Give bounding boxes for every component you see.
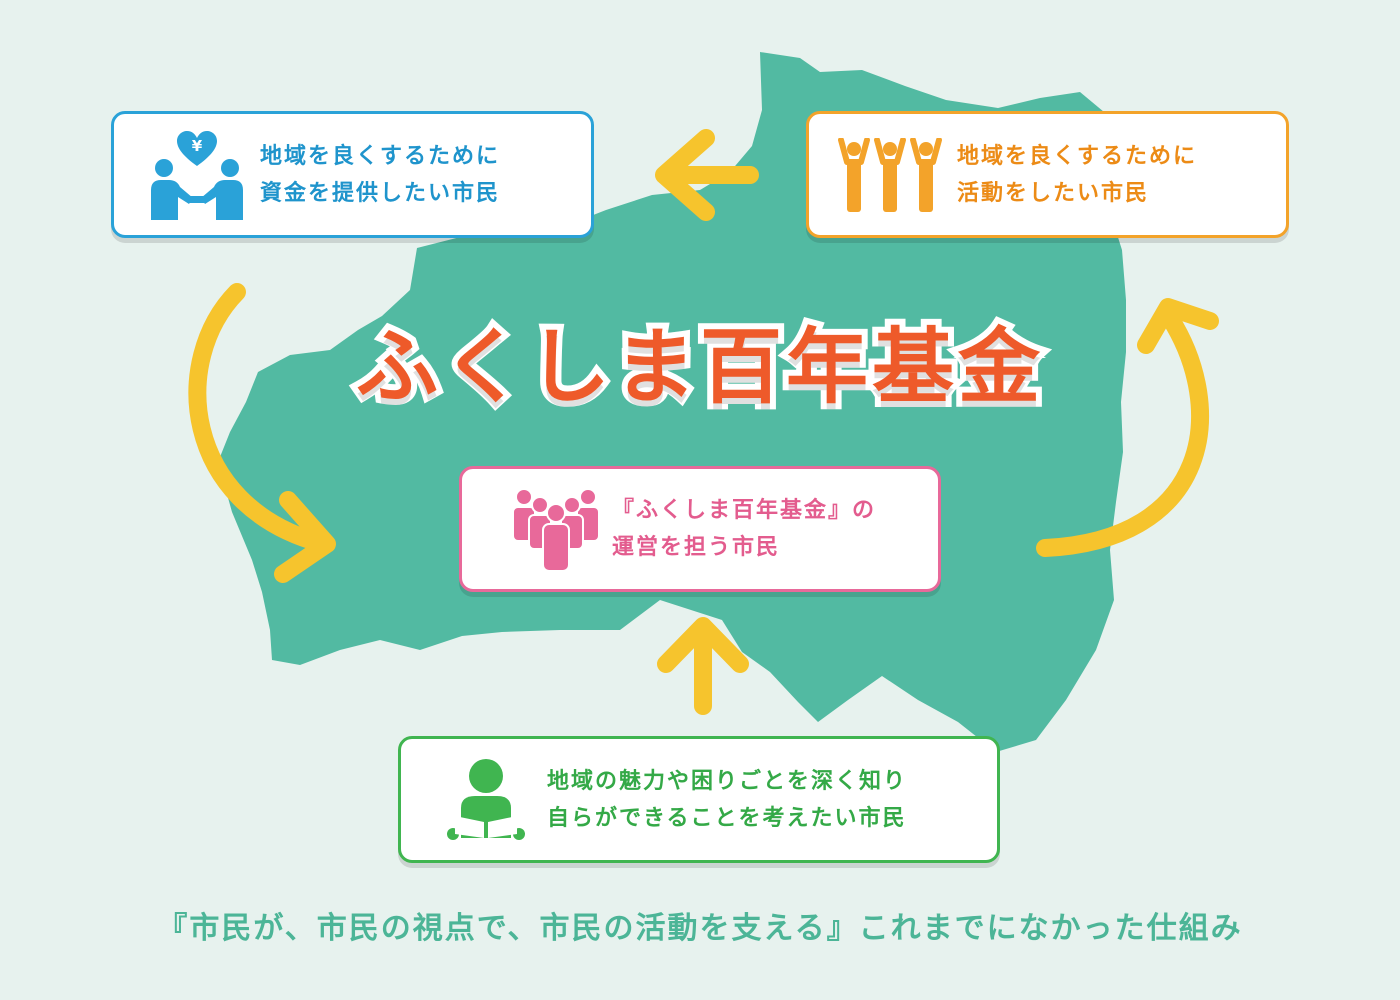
funders-text: 地域を良くするために 資金を提供したい市民 (260, 138, 500, 212)
people-cheering-icon (835, 137, 945, 212)
arrow-operators-to-activists-head (1137, 298, 1219, 354)
card-activists: 地域を良くするために 活動をしたい市民 (806, 111, 1289, 238)
yellow-arrows (188, 129, 1219, 715)
learners-line-2: 自らができることを考えたい市民 (547, 805, 907, 831)
heart-yen-text: ¥ (192, 137, 203, 155)
handshake-yen-heart-icon: ¥ (142, 130, 252, 220)
group-people-icon (506, 487, 606, 571)
operators-line-1: 『ふくしま百年基金』の (612, 498, 877, 523)
activists-text: 地域を良くするために 活動をしたい市民 (957, 138, 1197, 212)
tagline: 『市民が、市民の視点で、市民の活動を支える』これまでになかった仕組み (157, 911, 1243, 946)
operators-text: 『ふくしま百年基金』の 運営を担う市民 (612, 492, 876, 566)
arrow-funders-to-operators (188, 283, 329, 552)
arrow-funders-to-operators-head (274, 491, 336, 583)
funders-line-1: 地域を良くするために (260, 143, 501, 169)
activists-line-1: 地域を良くするために (957, 143, 1198, 169)
person-reading-book-icon (441, 758, 531, 842)
arrow-operators-to-activists (1036, 309, 1210, 557)
funders-line-2: 資金を提供したい市民 (260, 180, 501, 206)
learners-line-1: 地域の魅力や困りごとを深く知り (547, 768, 908, 794)
card-learners: 地域の魅力や困りごとを深く知り 自らができることを考えたい市民 (398, 736, 1000, 863)
main-title: ふくしま百年基金 (350, 314, 1046, 421)
card-operators: 『ふくしま百年基金』の 運営を担う市民 (459, 466, 941, 592)
learners-text: 地域の魅力や困りごとを深く知り 自らができることを考えたい市民 (547, 763, 907, 837)
operators-line-2: 運営を担う市民 (612, 535, 781, 560)
activists-line-2: 活動をしたい市民 (957, 180, 1150, 206)
arrow-learners-to-operators-head (657, 617, 749, 673)
card-funders: ¥ 地域を良くするために 資金を提供したい市民 (111, 111, 594, 238)
arrow-activists-to-funders-head (655, 129, 715, 221)
